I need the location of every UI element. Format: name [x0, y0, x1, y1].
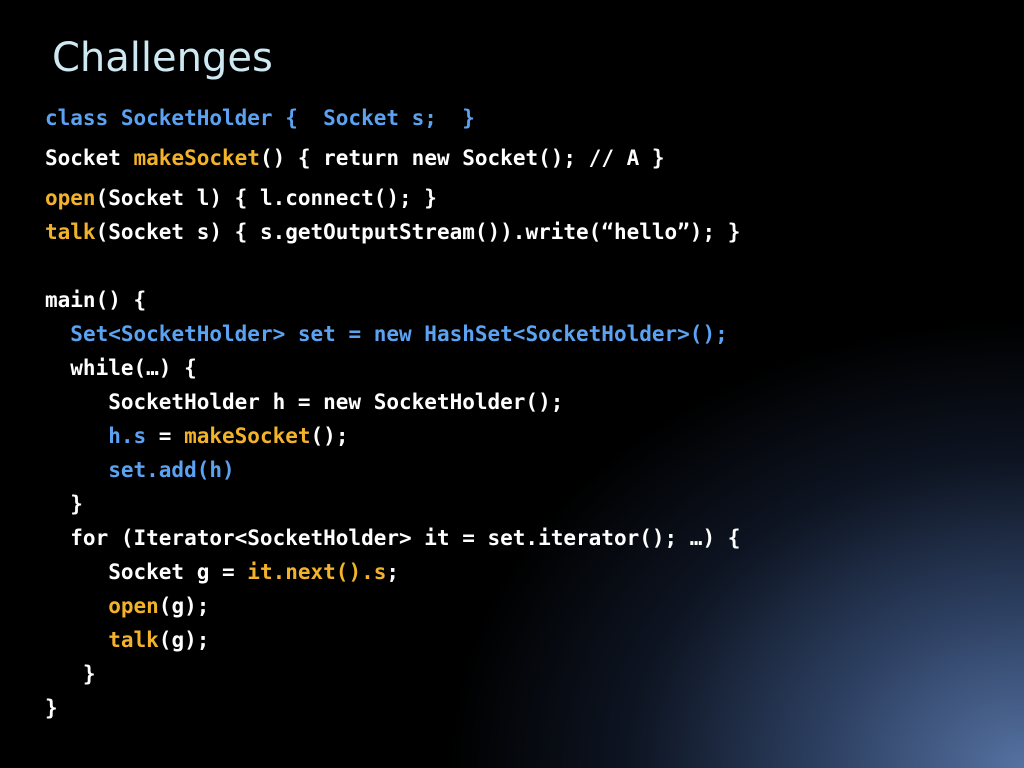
- code-segment: while(…) {: [45, 356, 197, 380]
- code-block: class SocketHolder { Socket s; } Socket m…: [45, 101, 740, 725]
- code-segment: [45, 424, 108, 448]
- code-line: while(…) {: [45, 351, 740, 385]
- code-segment: it.next().s: [247, 560, 387, 584]
- code-line: Socket makeSocket() { return new Socket(…: [45, 141, 740, 181]
- code-line: for (Iterator<SocketHolder> it = set.ite…: [45, 521, 740, 555]
- code-segment: h.s: [108, 424, 147, 448]
- code-segment: Socket: [45, 146, 134, 170]
- code-line: }: [45, 657, 740, 691]
- code-segment: for (Iterator<SocketHolder> it = set.ite…: [45, 526, 741, 550]
- code-line: Socket g = it.next().s;: [45, 555, 740, 589]
- slide-title: Challenges: [52, 35, 273, 81]
- code-segment: makeSocket: [184, 424, 311, 448]
- code-line: h.s = makeSocket();: [45, 419, 740, 453]
- code-segment: Set<SocketHolder> set = new HashSet<Sock…: [70, 322, 728, 346]
- code-segment: (Socket s) { s.getOutputStream()).write(…: [95, 220, 741, 244]
- code-segment: (g);: [158, 594, 210, 618]
- code-segment: () { return new Socket(); // A }: [259, 146, 665, 170]
- code-segment: }: [45, 662, 96, 686]
- code-line: main() {: [45, 283, 740, 317]
- code-segment: open: [108, 594, 159, 618]
- code-line: set.add(h): [45, 453, 740, 487]
- code-line: class SocketHolder { Socket s; }: [45, 101, 740, 141]
- code-line: talk(g);: [45, 623, 740, 657]
- code-line: Set<SocketHolder> set = new HashSet<Sock…: [45, 317, 740, 351]
- code-line: [45, 249, 740, 283]
- code-segment: =: [146, 424, 185, 448]
- code-segment: SocketHolder h = new SocketHolder();: [45, 390, 564, 414]
- code-segment: ;: [386, 560, 400, 584]
- code-segment: talk: [108, 628, 159, 652]
- code-segment: (Socket l) { l.connect(); }: [95, 186, 437, 210]
- code-segment: [45, 594, 108, 618]
- code-line: open(Socket l) { l.connect(); }: [45, 181, 740, 215]
- code-segment: main() {: [45, 288, 147, 312]
- code-line: }: [45, 691, 740, 725]
- code-line: talk(Socket s) { s.getOutputStream()).wr…: [45, 215, 740, 249]
- code-segment: [45, 458, 108, 482]
- code-segment: Socket g =: [45, 560, 248, 584]
- code-segment: makeSocket: [133, 146, 260, 170]
- code-line: open(g);: [45, 589, 740, 623]
- code-segment: }: [45, 696, 58, 720]
- code-line: SocketHolder h = new SocketHolder();: [45, 385, 740, 419]
- code-line: }: [45, 487, 740, 521]
- code-segment: open: [45, 186, 96, 210]
- code-segment: ();: [310, 424, 349, 448]
- code-segment: (g);: [158, 628, 210, 652]
- code-segment: class SocketHolder { Socket s; }: [45, 106, 475, 130]
- code-segment: }: [45, 492, 83, 516]
- code-segment: [45, 628, 108, 652]
- code-segment: talk: [45, 220, 96, 244]
- code-segment: [45, 322, 70, 346]
- code-segment: set.add(h): [108, 458, 235, 482]
